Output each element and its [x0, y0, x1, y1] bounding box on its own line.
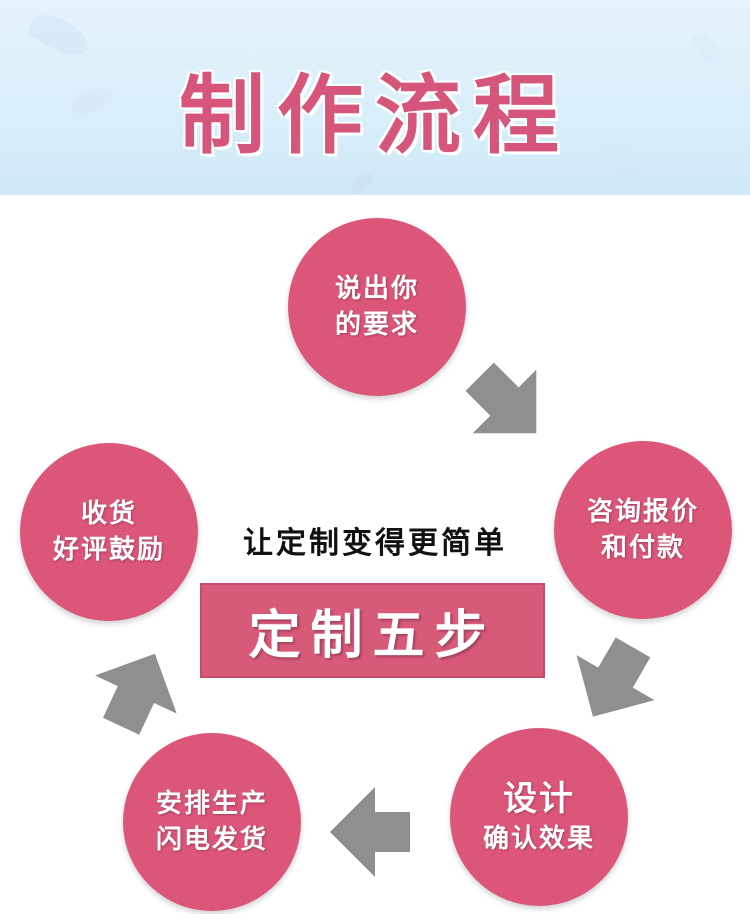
arrow-left-icon: [330, 787, 410, 877]
step-circle-1: 说出你 的要求: [288, 218, 466, 396]
step-5-line-1: 收货: [80, 499, 137, 529]
step-1-line-1: 说出你: [334, 274, 419, 304]
step-circle-5: 收货 好评鼓励: [20, 443, 198, 621]
step-circle-4: 安排生产 闪电发货: [123, 733, 301, 911]
arrow-down-right-icon: [465, 362, 537, 434]
step-3-line-1: 设计: [503, 779, 575, 819]
step-1-line-2: 的要求: [334, 310, 419, 340]
step-2-line-1: 咨询报价: [586, 497, 699, 527]
step-circle-2: 咨询报价 和付款: [554, 441, 732, 619]
step-4-line-1: 安排生产: [155, 789, 268, 819]
step-4-line-2: 闪电发货: [155, 825, 268, 855]
step-3-line-2: 确认效果: [482, 824, 595, 854]
step-circle-3: 设计 确认效果: [450, 728, 628, 906]
arrow-up-icon: [95, 653, 177, 735]
page-title: 制作流程: [179, 66, 571, 166]
step-5-line-2: 好评鼓励: [52, 535, 165, 565]
decorative-leaf: [348, 169, 376, 195]
arrow-down-left-icon: [576, 637, 655, 717]
five-steps-label: 定制五步: [200, 583, 545, 678]
header-banner: 制作流程: [0, 0, 750, 195]
step-2-line-2: 和付款: [600, 533, 685, 563]
slogan-text: 让定制变得更简单: [243, 526, 507, 561]
